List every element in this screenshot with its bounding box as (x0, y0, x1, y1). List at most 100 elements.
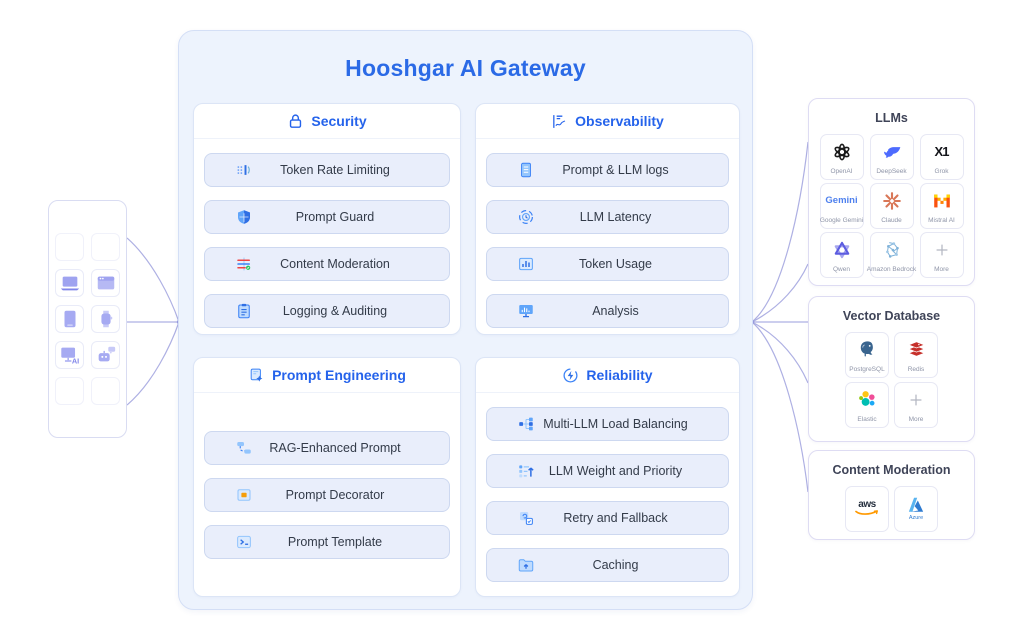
mistral-logo (921, 184, 963, 218)
grok-logo: X1 (934, 144, 950, 160)
magic-document-icon (248, 367, 265, 384)
feature-label: Multi-LLM Load Balancing (543, 417, 688, 431)
provider-more-vectordb[interactable]: More (894, 382, 938, 428)
feature-label: Analysis (592, 304, 639, 318)
provider-openai[interactable]: OpenAI (819, 134, 864, 180)
feature-label: Content Moderation (280, 257, 390, 271)
section-title: Reliability (586, 367, 653, 383)
feature-rag-enhanced-prompt[interactable]: RAG-Enhanced Prompt (204, 431, 450, 465)
redis-logo (895, 333, 937, 367)
provider-label: DeepSeek (876, 167, 907, 175)
feature-label: Prompt Template (287, 535, 383, 549)
provider-deepseek[interactable]: DeepSeek (869, 134, 914, 180)
feature-llm-latency[interactable]: LLM Latency (486, 200, 729, 234)
logs-note-icon (517, 161, 535, 179)
provider-aws[interactable]: aws (845, 486, 889, 532)
postgresql-logo (846, 333, 888, 367)
latency-gauge-icon (517, 208, 535, 226)
openai-logo (821, 135, 863, 169)
feature-label: Prompt Guard (295, 210, 375, 224)
feature-token-usage[interactable]: Token Usage (486, 247, 729, 281)
provider-claude[interactable]: Claude (869, 183, 914, 229)
plus-icon (895, 383, 937, 417)
feature-prompt-decorator[interactable]: Prompt Decorator (204, 478, 450, 512)
section-reliability-header: Reliability (476, 358, 739, 393)
section-observability-header: Observability (476, 104, 739, 139)
feature-analysis[interactable]: Analysis (486, 294, 729, 328)
panel-title: Vector Database (842, 309, 941, 323)
provider-mistral[interactable]: Mistral AI (919, 183, 964, 229)
section-observability: Observability Prompt & LLM logs LLM Late… (475, 103, 740, 335)
section-prompt-engineering: Prompt Engineering RAG-Enhanced Prompt P… (193, 357, 461, 597)
feature-retry-fallback[interactable]: Retry and Fallback (486, 501, 729, 535)
feature-prompt-template[interactable]: Prompt Template (204, 525, 450, 559)
llms-panel: LLMs OpenAI DeepSeek X1 Grok Gemini Goog (808, 98, 975, 286)
section-reliability: Reliability Multi-LLM Load Balancing LLM… (475, 357, 740, 597)
provider-google-gemini[interactable]: Gemini Google Gemini (819, 183, 864, 229)
feature-label: Prompt Decorator (285, 488, 385, 502)
feature-token-rate-limiting[interactable]: Token Rate Limiting (204, 153, 450, 187)
empty-tile (91, 233, 120, 261)
provider-label: Amazon Bedrock (866, 265, 917, 273)
lock-icon (287, 113, 304, 130)
feature-label: Retry and Fallback (563, 511, 668, 525)
gateway-panel: Hooshgar AI Gateway Security Token Rate … (178, 30, 753, 610)
clipboard-icon (235, 302, 253, 320)
feature-logging-auditing[interactable]: Logging & Auditing (204, 294, 450, 328)
gemini-logo: Gemini (825, 195, 858, 207)
panel-title: LLMs (875, 111, 908, 125)
section-title: Prompt Engineering (272, 367, 406, 383)
provider-more-llm[interactable]: More (919, 232, 964, 278)
plus-icon (921, 233, 963, 267)
section-security: Security Token Rate Limiting Prompt Guar… (193, 103, 461, 335)
provider-label: Claude (881, 216, 902, 224)
section-title: Observability (575, 113, 664, 129)
elastic-logo (846, 383, 888, 417)
provider-amazon-bedrock[interactable]: Amazon Bedrock (866, 232, 917, 278)
provider-label: Google Gemini (819, 216, 864, 224)
provider-label: Mistral AI (928, 216, 955, 224)
provider-qwen[interactable]: Qwen (819, 232, 864, 278)
provider-grok[interactable]: X1 Grok (919, 134, 964, 180)
weight-priority-icon (517, 462, 535, 480)
provider-postgresql[interactable]: PostgreSQL (845, 332, 889, 378)
laptop-icon (55, 269, 84, 297)
flow-nodes-icon (235, 439, 253, 457)
ai-monitor-icon: AI (55, 341, 84, 369)
browser-window-icon (91, 269, 120, 297)
provider-azure[interactable]: Azure (894, 486, 938, 532)
aws-logo: aws (846, 499, 888, 519)
feature-prompt-guard[interactable]: Prompt Guard (204, 200, 450, 234)
feature-llm-weight-priority[interactable]: LLM Weight and Priority (486, 454, 729, 488)
bedrock-logo (871, 233, 913, 267)
provider-label: Elastic (857, 415, 877, 423)
feature-label: Prompt & LLM logs (562, 163, 669, 177)
feature-label: Caching (592, 558, 639, 572)
monitor-chart-icon (517, 302, 535, 320)
feature-label: LLM Latency (579, 210, 652, 224)
feature-prompt-llm-logs[interactable]: Prompt & LLM logs (486, 153, 729, 187)
feature-caching[interactable]: Caching (486, 548, 729, 582)
bar-chart-icon (517, 255, 535, 273)
feature-content-moderation[interactable]: Content Moderation (204, 247, 450, 281)
cache-folder-icon (517, 556, 535, 574)
section-prompt-engineering-header: Prompt Engineering (194, 358, 460, 393)
feature-multi-llm-load-balancing[interactable]: Multi-LLM Load Balancing (486, 407, 729, 441)
feature-label: Token Rate Limiting (280, 163, 390, 177)
smartwatch-icon (91, 305, 120, 333)
retry-fallback-icon (517, 509, 535, 527)
azure-logo: Azure (895, 496, 937, 522)
chatbot-icon (91, 341, 120, 369)
qwen-logo (821, 233, 863, 267)
line-chart-icon (551, 113, 568, 130)
provider-redis[interactable]: Redis (894, 332, 938, 378)
empty-tile (55, 377, 84, 405)
provider-label: More (908, 415, 924, 423)
bolt-circle-icon (562, 367, 579, 384)
provider-label: PostgreSQL (849, 365, 885, 373)
provider-label: Redis (907, 365, 925, 373)
feature-label: LLM Weight and Priority (548, 464, 683, 478)
tablet-icon (55, 305, 84, 333)
provider-elastic[interactable]: Elastic (845, 382, 889, 428)
